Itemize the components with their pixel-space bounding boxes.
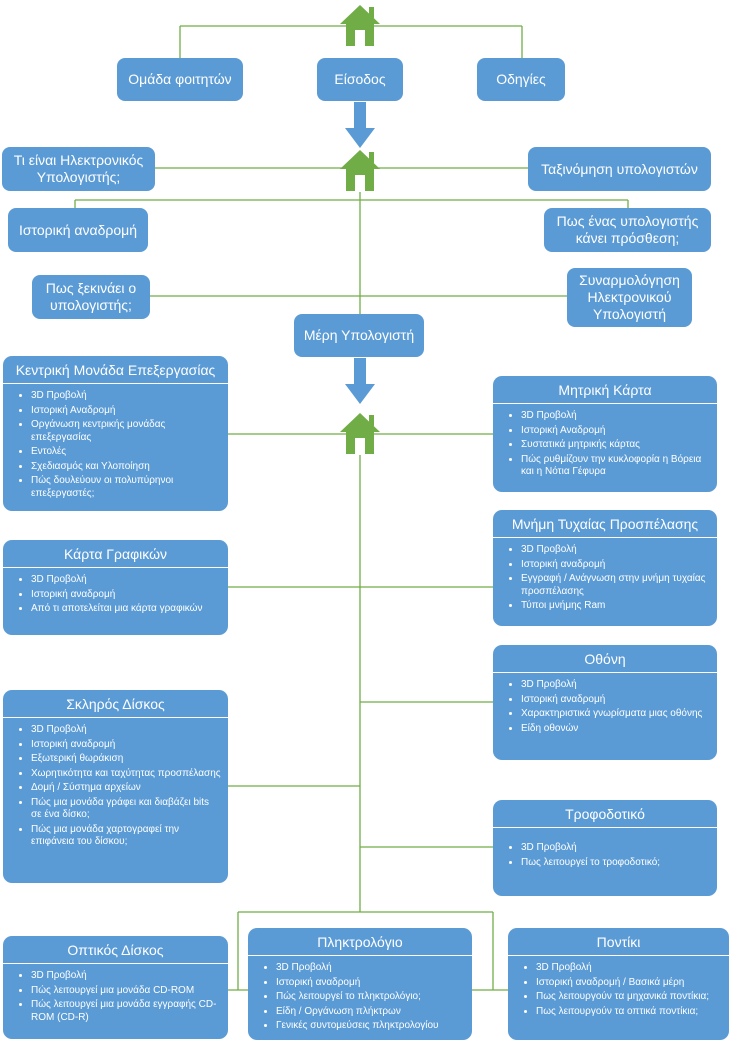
card-title: Τροφοδοτικό xyxy=(493,800,717,828)
list-item[interactable]: Είδη / Οργάνωση πλήκτρων xyxy=(276,1006,466,1019)
list-item[interactable]: Ιστορική αναδρομή xyxy=(521,694,711,707)
house-icon[interactable] xyxy=(337,2,383,48)
list-item[interactable]: 3D Προβολή xyxy=(521,842,711,855)
history-button[interactable]: Ιστορική αναδρομή xyxy=(8,208,148,252)
list-item[interactable]: Ιστορική αναδρομή xyxy=(31,739,222,752)
card-list: 3D Προβολή Ιστορική αναδρομή Εξωτερική θ… xyxy=(3,724,228,849)
house-icon[interactable] xyxy=(337,147,383,193)
list-item[interactable]: 3D Προβολή xyxy=(521,544,711,557)
list-item[interactable]: Οργάνωση κεντρικής μονάδας επεξεργασίας xyxy=(31,419,222,444)
card-title: Μνήμη Τυχαίας Προσπέλασης xyxy=(493,510,717,538)
list-item[interactable]: 3D Προβολή xyxy=(536,962,723,975)
list-item[interactable]: Πώς λειτουργεί μια μονάδα εγγραφής CD-RO… xyxy=(31,999,222,1024)
list-item[interactable]: Πώς λειτουργεί μια μονάδα CD-ROM xyxy=(31,985,222,998)
optical-disk-card[interactable]: Οπτικός Δίσκος 3D Προβολή Πώς λειτουργεί… xyxy=(3,936,228,1039)
psu-card[interactable]: Τροφοδοτικό 3D Προβολή Πως λειτουργεί το… xyxy=(493,800,717,896)
list-item[interactable]: Είδη οθονών xyxy=(521,723,711,736)
list-item[interactable]: 3D Προβολή xyxy=(31,970,222,983)
card-list: 3D Προβολή Ιστορική αναδρομή Εγγραφή / Α… xyxy=(493,544,717,613)
card-list: 3D Προβολή Ιστορική αναδρομή Πώς λειτουρ… xyxy=(248,962,472,1033)
list-item[interactable]: Πως λειτουργούν τα οπτικά ποντίκια; xyxy=(536,1006,723,1019)
list-item[interactable]: Γενικές συντομεύσεις πληκτρολογίου xyxy=(276,1020,466,1033)
card-title: Σκληρός Δίσκος xyxy=(3,690,228,718)
assembly-button[interactable]: Συναρμολόγηση Ηλεκτρονικού Υπολογιστή xyxy=(567,268,692,327)
list-item[interactable]: 3D Προβολή xyxy=(276,962,466,975)
list-item[interactable]: Ιστορική Αναδρομή xyxy=(521,425,711,438)
down-arrow-icon xyxy=(345,358,375,404)
list-item[interactable]: Πώς μια μονάδα γράφει και διαβάζει bits … xyxy=(31,797,222,822)
list-item[interactable]: Πώς μια μονάδα χαρτογραφεί την επιφάνεια… xyxy=(31,824,222,849)
list-item[interactable]: Ιστορική αναδρομή xyxy=(276,977,466,990)
card-title: Οθόνη xyxy=(493,645,717,673)
entry-button[interactable]: Είσοδος xyxy=(317,58,403,101)
startup-button[interactable]: Πως ξεκινάει ο υπολογιστής; xyxy=(32,275,150,319)
list-item[interactable]: Εντολές xyxy=(31,446,222,459)
list-item[interactable]: Ιστορική αναδρομή xyxy=(521,559,711,572)
card-title: Κεντρική Μονάδα Επεξεργασίας xyxy=(3,356,228,384)
list-item[interactable]: Εξωτερική θωράκιση xyxy=(31,753,222,766)
team-button[interactable]: Ομάδα φοιτητών xyxy=(117,58,243,101)
list-item[interactable]: Χωρητικότητα και ταχύτητας προσπέλασης xyxy=(31,768,222,781)
list-item[interactable]: Πώς λειτουργεί το πληκτρολόγιο; xyxy=(276,991,466,1004)
down-arrow-icon xyxy=(345,102,375,148)
card-title: Μητρική Κάρτα xyxy=(493,376,717,404)
list-item[interactable]: 3D Προβολή xyxy=(521,410,711,423)
card-list: 3D Προβολή Ιστορική αναδρομή / Βασικά μέ… xyxy=(508,962,729,1018)
instructions-button[interactable]: Οδηγίες xyxy=(477,58,565,101)
list-item[interactable]: Δομή / Σύστημα αρχείων xyxy=(31,782,222,795)
card-title: Κάρτα Γραφικών xyxy=(3,540,228,568)
list-item[interactable]: 3D Προβολή xyxy=(521,679,711,692)
keyboard-card[interactable]: Πληκτρολόγιο 3D Προβολή Ιστορική αναδρομ… xyxy=(248,928,472,1040)
hdd-card[interactable]: Σκληρός Δίσκος 3D Προβολή Ιστορική αναδρ… xyxy=(3,690,228,883)
house-icon[interactable] xyxy=(337,410,383,456)
motherboard-card[interactable]: Μητρική Κάρτα 3D Προβολή Ιστορική Αναδρο… xyxy=(493,376,717,492)
list-item[interactable]: 3D Προβολή xyxy=(31,724,222,737)
parts-button[interactable]: Μέρη Υπολογιστή xyxy=(294,314,424,357)
mouse-card[interactable]: Ποντίκι 3D Προβολή Ιστορική αναδρομή / Β… xyxy=(508,928,729,1040)
list-item[interactable]: Τύποι μνήμης Ram xyxy=(521,600,711,613)
list-item[interactable]: 3D Προβολή xyxy=(31,574,222,587)
list-item[interactable]: Χαρακτηριστικά γνωρίσματα μιας οθόνης xyxy=(521,708,711,721)
list-item[interactable]: Ιστορική αναδρομή xyxy=(31,589,222,602)
card-title: Ποντίκι xyxy=(508,928,729,956)
cpu-card[interactable]: Κεντρική Μονάδα Επεξεργασίας 3D Προβολή … xyxy=(3,356,228,511)
graphics-card[interactable]: Κάρτα Γραφικών 3D Προβολή Ιστορική αναδρ… xyxy=(3,540,228,635)
list-item[interactable]: Πώς ρυθμίζουν την κυκλοφορία η Βόρεια κα… xyxy=(521,454,711,479)
card-list: 3D Προβολή Ιστορική αναδρομή Χαρακτηριστ… xyxy=(493,679,717,735)
list-item[interactable]: Πως λειτουργεί το τροφοδοτικό; xyxy=(521,857,711,870)
list-item[interactable]: Ιστορική Αναδρομή xyxy=(31,405,222,418)
list-item[interactable]: Ιστορική αναδρομή / Βασικά μέρη xyxy=(536,977,723,990)
list-item[interactable]: Συστατικά μητρικής κάρτας xyxy=(521,439,711,452)
list-item[interactable]: Σχεδιασμός και Υλοποίηση xyxy=(31,461,222,474)
card-title: Πληκτρολόγιο xyxy=(248,928,472,956)
card-list: 3D Προβολή Ιστορική αναδρομή Από τι αποτ… xyxy=(3,574,228,616)
card-list: 3D Προβολή Ιστορική Αναδρομή Συστατικά μ… xyxy=(493,410,717,479)
addition-button[interactable]: Πως ένας υπολογιστής κάνει πρόσθεση; xyxy=(544,208,711,252)
monitor-card[interactable]: Οθόνη 3D Προβολή Ιστορική αναδρομή Χαρακ… xyxy=(493,645,717,760)
card-list: 3D Προβολή Πως λειτουργεί το τροφοδοτικό… xyxy=(493,842,717,869)
list-item[interactable]: Από τι αποτελείται μια κάρτα γραφικών xyxy=(31,603,222,616)
list-item[interactable]: Πως λειτουργούν τα μηχανικά ποντίκια; xyxy=(536,991,723,1004)
what-is-computer-button[interactable]: Τι είναι Ηλεκτρονικός Υπολογιστής; xyxy=(2,147,155,191)
card-title: Οπτικός Δίσκος xyxy=(3,936,228,964)
list-item[interactable]: 3D Προβολή xyxy=(31,390,222,403)
ram-card[interactable]: Μνήμη Τυχαίας Προσπέλασης 3D Προβολή Ιστ… xyxy=(493,510,717,626)
list-item[interactable]: Εγγραφή / Ανάγνωση στην μνήμη τυχαίας πρ… xyxy=(521,573,711,598)
card-list: 3D Προβολή Πώς λειτουργεί μια μονάδα CD-… xyxy=(3,970,228,1024)
card-list: 3D Προβολή Ιστορική Αναδρομή Οργάνωση κε… xyxy=(3,390,228,500)
classification-button[interactable]: Ταξινόμηση υπολογιστών xyxy=(528,147,711,191)
list-item[interactable]: Πώς δουλεύουν οι πολυπύρηνοι επεξεργαστέ… xyxy=(31,475,222,500)
